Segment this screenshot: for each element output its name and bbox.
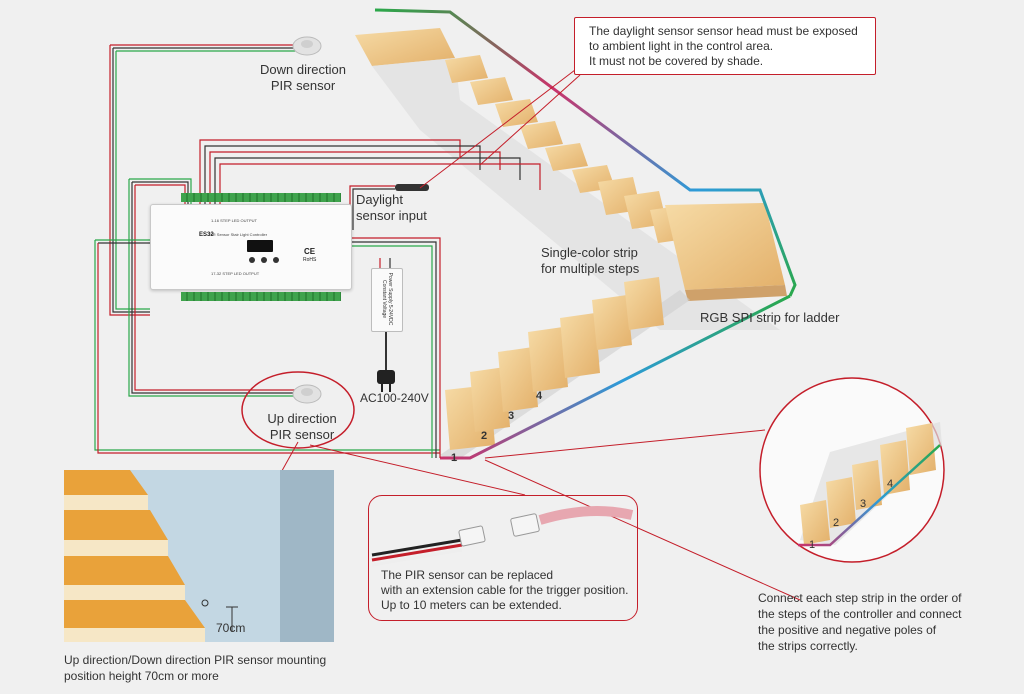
connect-note-line1: Connect each step strip in the order of: [758, 591, 962, 605]
ce-mark: CE: [304, 247, 316, 256]
mounting-illustration: [64, 470, 334, 642]
zoom-step-number-3: 3: [860, 498, 867, 510]
rgb-strip-lower: [440, 294, 791, 460]
mount-note-line2: position height 70cm or more: [64, 669, 219, 683]
daylight-callout-line2: to ambient light in the control area.: [589, 39, 774, 53]
up-pir-label-line2: PIR sensor: [269, 427, 335, 442]
controller-model: ES32: [199, 232, 214, 238]
controller: ES32 PIR Sensor Stair Light Controller C…: [150, 193, 352, 301]
pir-callout: The PIR sensor can be replaced with an e…: [368, 495, 638, 621]
pir-callout-text: The PIR sensor can be replaced with an e…: [381, 568, 628, 613]
zoom-step-number-1: 1: [809, 539, 816, 551]
button-left[interactable]: [261, 257, 267, 263]
daylight-label-line2: sensor input: [356, 208, 427, 223]
daylight-callout-line1: The daylight sensor sensor head must be …: [589, 24, 858, 38]
single-color-label: Single-color strip for multiple steps: [541, 245, 639, 277]
button-right[interactable]: [273, 257, 279, 263]
wires: [94, 44, 541, 458]
pir-callout-line2: with an extension cable for the trigger …: [381, 583, 629, 597]
single-color-label-line2: for multiple steps: [541, 261, 640, 276]
mount-note: Up direction/Down direction PIR sensor m…: [64, 652, 326, 684]
upper-staircase: [355, 28, 787, 330]
step-number-2: 2: [481, 430, 488, 442]
bottom-output-label: 17-32 STEP LED OUTPUT: [211, 271, 260, 276]
top-terminals: [181, 193, 341, 202]
controller-display: [247, 240, 273, 252]
daylight-label-line1: Daylight: [356, 192, 403, 207]
down-pir-label: Down direction PIR sensor: [258, 62, 348, 94]
daylight-callout: The daylight sensor sensor head must be …: [574, 17, 876, 75]
power-supply: Power Supply 5-24VDC Constant Voltage: [371, 268, 403, 332]
button-m[interactable]: [249, 257, 255, 263]
pir-callout-line1: The PIR sensor can be replaced: [381, 568, 554, 582]
up-pir-label-line1: Up direction: [267, 411, 337, 426]
zoom-circle: [759, 377, 945, 563]
rohs-mark: RoHS: [303, 257, 317, 263]
cable-photo: [371, 506, 634, 567]
step-number-1: 1: [451, 452, 458, 464]
daylight-callout-text: The daylight sensor sensor head must be …: [589, 24, 858, 69]
connect-note-line3: the positive and negative poles of: [758, 623, 937, 637]
ac-label: AC100-240V: [360, 391, 429, 405]
up-pir-highlight-circle: [241, 371, 355, 449]
connect-note-line4: the strips correctly.: [758, 639, 858, 653]
single-color-label-line1: Single-color strip: [541, 245, 638, 260]
height-label: 70cm: [216, 621, 246, 635]
connect-note: Connect each step strip in the order of …: [758, 590, 961, 654]
down-pir-label-line2: PIR sensor: [270, 78, 336, 93]
up-pir-sensor-icon: [292, 384, 322, 404]
callout-lines: [209, 69, 801, 601]
zoom-step-number-2: 2: [833, 517, 840, 529]
daylight-sensor: [395, 184, 429, 191]
controller-name: PIR Sensor Stair Light Controller: [209, 232, 268, 237]
zoom-step-number-4: 4: [887, 478, 894, 490]
bottom-terminals: [181, 292, 341, 301]
daylight-callout-line3: It must not be covered by shade.: [589, 54, 764, 68]
rgb-label: RGB SPI strip for ladder: [700, 310, 840, 325]
down-pir-sensor-icon: [292, 36, 322, 56]
connect-note-line2: the steps of the controller and connect: [758, 607, 962, 621]
pir-callout-line3: Up to 10 meters can be extended.: [381, 598, 562, 612]
daylight-label: Daylight sensor input: [356, 192, 427, 224]
step-number-3: 3: [508, 410, 515, 422]
rgb-strip-upper: [374, 8, 797, 297]
step-number-4: 4: [536, 390, 543, 402]
top-output-label: 1-16 STEP LED OUTPUT: [211, 218, 257, 223]
ac-plug-icon: [377, 370, 395, 392]
power-supply-label: Power Supply 5-24VDC Constant Voltage: [381, 272, 393, 326]
down-pir-label-line1: Down direction: [260, 62, 346, 77]
up-pir-label: Up direction PIR sensor: [262, 411, 342, 443]
lower-staircase: [440, 277, 690, 462]
mount-note-line1: Up direction/Down direction PIR sensor m…: [64, 653, 327, 667]
